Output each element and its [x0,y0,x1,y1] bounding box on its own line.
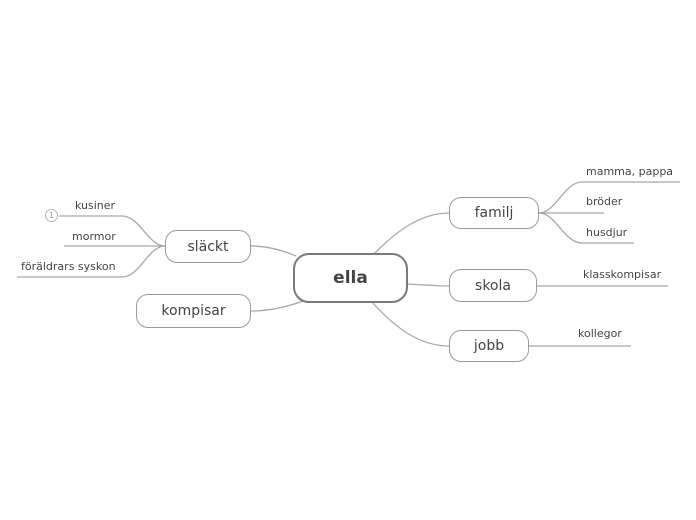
connector-central-jobb [371,301,450,347]
subtopic-broder[interactable]: bröder [586,195,623,208]
connector-central-kompisar [250,299,307,312]
connector-central-slackt [250,245,297,257]
connector-central-familj [371,212,450,257]
subtopic-foraldrars-syskon[interactable]: föräldrars syskon [21,260,116,273]
subtopic-husdjur[interactable]: husdjur [586,226,628,239]
connector-central-skola [405,283,450,287]
subtopic-kollegor[interactable]: kollegor [578,327,622,340]
collapsed-count-badge[interactable]: 1 [45,209,58,222]
central-topic[interactable]: ella [293,253,408,303]
topic-slackt[interactable]: släckt [165,230,251,263]
connector-slackt-syskon [17,245,166,278]
topic-kompisar[interactable]: kompisar [136,294,251,328]
subtopic-kusiner[interactable]: kusiner [75,199,116,212]
subtopic-klasskompisar[interactable]: klasskompisar [583,268,662,281]
connector-familj-husdjur [538,212,634,244]
topic-skola[interactable]: skola [449,269,537,302]
subtopic-mormor[interactable]: mormor [72,230,116,243]
topic-jobb[interactable]: jobb [449,330,529,362]
topic-familj[interactable]: familj [449,197,539,229]
connector-familj-mamma [538,181,680,214]
connector-slackt-kusiner [59,215,166,247]
subtopic-mamma-pappa[interactable]: mamma, pappa [586,165,674,178]
